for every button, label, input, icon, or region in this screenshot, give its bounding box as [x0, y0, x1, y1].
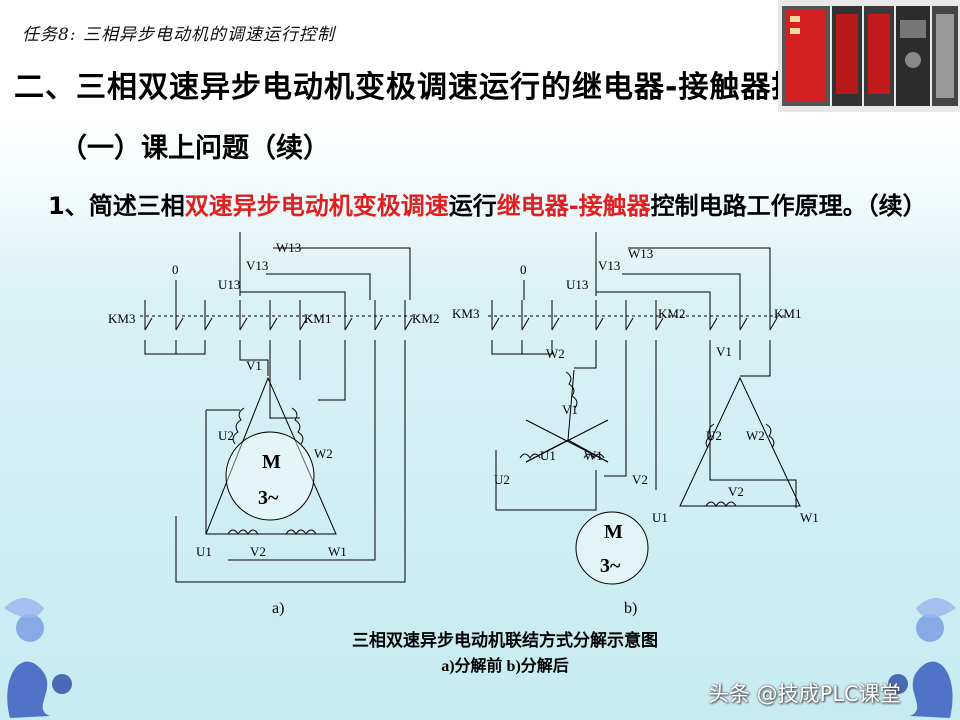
- b-contactor-km1: KM1: [774, 306, 801, 321]
- b-star-v1: V1: [562, 402, 578, 417]
- b-contactor-km3: KM3: [452, 306, 479, 321]
- a-contactor-km2: KM2: [412, 311, 439, 326]
- question-highlight-relay: 继电器-接触器: [496, 192, 651, 220]
- b-delta-v2: V2: [728, 484, 744, 499]
- b-star-w2: W2: [546, 346, 565, 361]
- question-highlight-motor: 双速异步电动机变极调速: [184, 192, 449, 220]
- question-text: 1、简述三相双速异步电动机变极调速运行继电器-接触器控制电路工作原理。（续）: [48, 186, 927, 221]
- question-suffix: 控制电路工作原理。（续）: [650, 192, 927, 220]
- a-winding-v2: V2: [250, 544, 266, 559]
- a-terminal-u13: U13: [218, 277, 240, 292]
- b-star-u2: U2: [494, 472, 510, 487]
- b-delta-w2: W2: [746, 428, 765, 443]
- plc-hardware-image: [778, 0, 960, 112]
- caption-title: 三相双速异步电动机联结方式分解示意图: [352, 631, 658, 651]
- question-mid: 运行: [448, 192, 497, 220]
- a-winding-u1: U1: [196, 544, 212, 559]
- b-delta-w1: W1: [800, 510, 819, 525]
- a-contactor-km3: KM3: [108, 311, 135, 326]
- watermark: 头条 @技成PLC课堂: [708, 682, 901, 706]
- a-winding-u2: U2: [218, 428, 234, 443]
- a-winding-w1: W1: [328, 544, 347, 559]
- task-header: 任务8: 三相异步电动机的调速运行控制: [22, 25, 335, 45]
- b-star-u1: U1: [540, 448, 556, 463]
- right-ornament: [888, 598, 956, 718]
- b-star-w1: W1: [584, 448, 603, 463]
- diagram-b-label: b): [624, 600, 638, 617]
- a-motor-type: 3~: [258, 487, 279, 509]
- b-delta-v1: V1: [716, 344, 732, 359]
- b-delta-u1: U1: [652, 510, 668, 525]
- question-prefix: 1、简述三相: [48, 192, 185, 220]
- b-delta-u2: U2: [706, 428, 722, 443]
- a-winding-v1: V1: [246, 358, 262, 373]
- a-terminal-0: 0: [172, 262, 179, 277]
- diagram-a-label: a): [272, 600, 285, 617]
- a-terminal-v13: V13: [246, 258, 268, 273]
- a-motor-name: M: [262, 451, 281, 473]
- b-motor-name: M: [604, 521, 623, 543]
- b-terminal-w13: W13: [628, 246, 653, 261]
- b-terminal-u13: U13: [566, 277, 588, 292]
- b-terminal-0: 0: [520, 262, 527, 277]
- left-ornament: [4, 598, 72, 718]
- main-title: 二、三相双速异步电动机变极调速运行的继电器-接触器控制（续）: [14, 70, 927, 105]
- caption-subtitle: a)分解前 b)分解后: [441, 658, 569, 675]
- a-contactor-km1: KM1: [304, 311, 331, 326]
- a-winding-w2: W2: [314, 446, 333, 461]
- sub-title: （一）课上问题（续）: [60, 133, 330, 164]
- b-star-v2: V2: [632, 472, 648, 487]
- b-contactor-km2: KM2: [658, 306, 685, 321]
- b-motor-type: 3~: [600, 555, 621, 577]
- a-terminal-w13: W13: [276, 240, 301, 255]
- b-terminal-v13: V13: [598, 258, 620, 273]
